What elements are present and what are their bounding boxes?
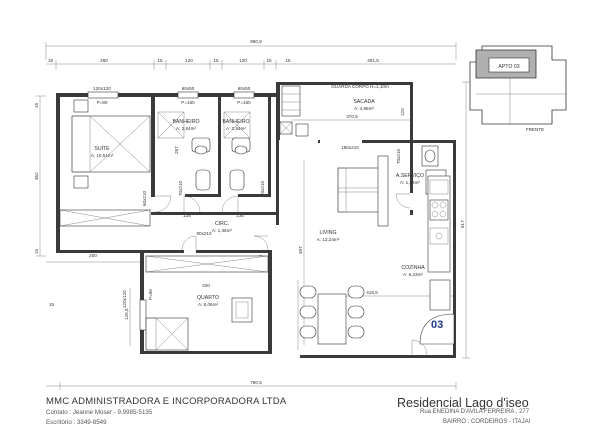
living-sofa [337,167,381,213]
windows [87,91,255,331]
label-service-area: A: 1,86m² [400,180,420,185]
apartment-badge [419,313,455,345]
label-guard-rail: GUARDA CORPO H=1,10m [331,84,389,89]
living-tv-panel [377,155,389,227]
label-p-ban2: P=160 [237,100,251,105]
suite-bed [71,99,151,189]
quarto-closet [145,255,269,273]
bathroom-1-fixtures [157,111,211,191]
label-window-suite: 120x120 [93,86,111,91]
dim-135b: 135 [236,213,244,218]
dim-135a: 135 [183,213,191,218]
dim-120a: 120 [185,58,193,63]
dining-set [297,280,365,350]
company-name: MMC ADMINISTRADORA E INCORPORADORA LTDA [46,396,287,407]
opening-labels: 120x120 P=90 60x50 P=160 60x50 P=160 GUA… [93,84,443,345]
label-kitchen-area: A: 6,23m² [403,272,423,277]
label-kitchen-name: COZINHA [401,265,425,271]
interior-walls [56,97,413,253]
label-bedroom-area: A: 8,06m² [198,302,218,307]
dim-right-617: 617 [460,220,465,228]
dim-left-352: 352 [34,172,39,180]
label-door-wc: 80x210 [196,231,212,236]
balcony-elements [279,85,309,137]
project-name: Residencial Lago d'iseo [397,396,529,410]
dim-397: 397 [298,246,303,254]
label-bedroom-name: QUARTO [197,295,219,301]
dim-15b: 15 [157,58,163,63]
label-suite-name: SUÍTE [94,145,110,152]
room-labels: SUÍTE A: 10,51m² BANHEIRO A: 2,84m² BANH… [91,99,425,307]
dim-15e: 15 [285,58,291,63]
apartment-number: 03 [431,319,444,331]
project-neighborhood: BAIRRO : CORDEIROS - ITAJAI [443,419,531,425]
key-plan: APTO 03 FRENTE [469,45,567,132]
dim-15a: 15 [48,58,54,63]
label-door-ban1: 70x210 [178,180,183,196]
dim-left-1255: 125,5 [124,308,129,320]
dim-total-bottom: 780,5 [250,380,262,385]
dim-260: 260 [100,58,108,63]
contact-info: Contato : Jeanne Moser - 9.9985-5135 [46,409,153,416]
project-address: Rua ENEDINA D'AVILA FERREIRA , 277 [420,409,530,415]
label-p-suite: P=90 [97,100,108,105]
office-phone: Escritório : 3349-8549 [46,419,107,426]
dim-15d: 15 [266,58,272,63]
dim-320: 320 [202,283,210,288]
quarto-bed [145,317,189,351]
dim-left-15: 15 [34,102,39,108]
label-bathroom-2-name: BANHEIRO [222,119,249,125]
label-balcony-area: A: 4,88m² [354,106,374,111]
label-window-ban2: 60x50 [238,86,251,91]
label-door-living: 180x210 [341,145,359,150]
label-p-quarto: P=90 [148,289,153,300]
label-bathroom-1-area: A: 2,84m² [176,126,196,131]
dim-total-top: 880,5 [250,39,262,44]
label-window-ban1: 60x50 [182,86,195,91]
dim-4155: 415,5 [366,290,378,295]
label-service-name: A.SERVIÇO [396,173,424,179]
quarto-desk [231,297,253,323]
dim-4915: 491,5 [367,58,379,63]
dim-287: 287 [174,146,179,154]
dim-right-120: 120 [400,108,405,116]
label-door-suite: 60x210 [142,190,147,206]
label-bathroom-1-name: BANHEIRO [172,119,199,125]
label-living-area: A: 13,24m² [317,237,340,242]
dim-15c: 15 [213,58,219,63]
suite-closet [59,209,151,227]
bathroom-2-fixtures [223,111,251,191]
label-circ-name: CIRC. [215,221,229,227]
label-window-quarto: 120x120 [122,290,127,308]
label-living-name: LIVING [319,230,336,236]
key-plan-label: APTO 03 [498,64,519,70]
dim-120b: 120 [239,58,247,63]
label-balcony-name: SACADA [353,99,375,105]
label-bathroom-2-area: A: 2,84m² [226,126,246,131]
dim-200: 200 [89,253,97,258]
label-door-aserv: 70x210 [396,148,401,164]
label-door-ban2: 70x210 [260,180,265,196]
label-p-ban1: P=160 [181,100,195,105]
dimension-labels: 880,5 15 260 15 120 15 120 15 15 491,5 2… [34,39,465,385]
dim-left-15b: 15 [34,248,39,254]
label-circ-area: A: 1,36m² [212,228,232,233]
label-suite-area: A: 10,51m² [91,153,114,158]
kitchen-counter [427,175,451,311]
key-plan-frente: FRENTE [526,127,544,132]
dim-3702: 370,5 [346,114,358,119]
dim-left-15c: 15 [49,302,55,307]
